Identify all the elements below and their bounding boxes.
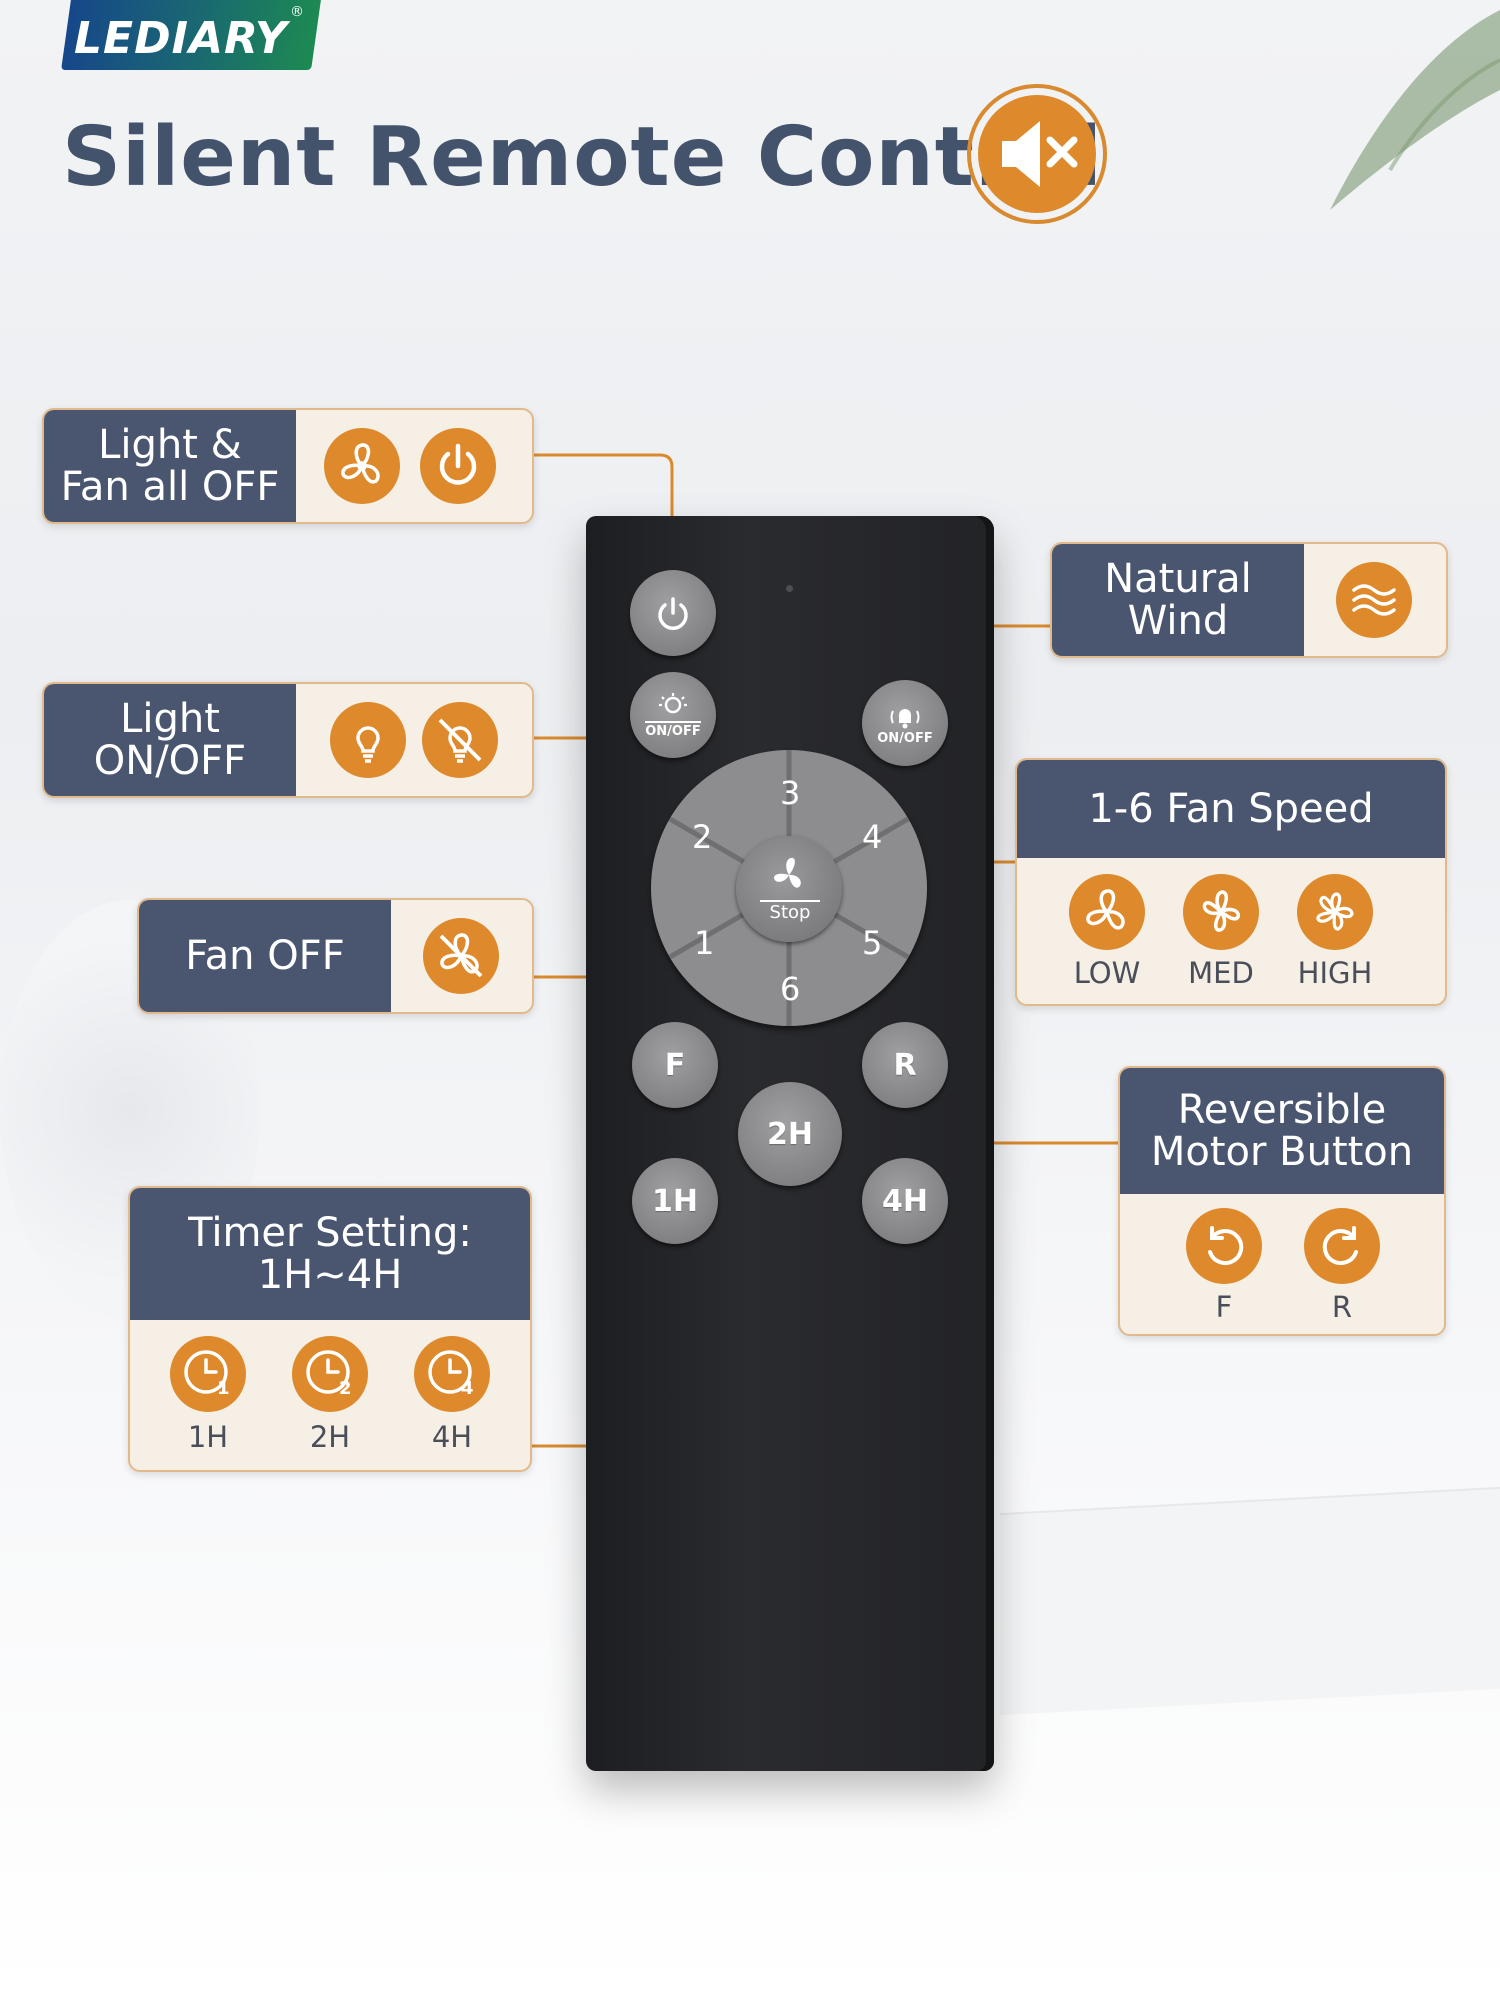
svg-text:1: 1 [217, 1378, 230, 1399]
callout-natural-wind-label: Natural Wind [1052, 544, 1304, 656]
fan-icon [774, 857, 801, 888]
callout-light-onoff: Light ON/OFF [42, 682, 534, 798]
callout-light-fan-off-label: Light & Fan all OFF [44, 410, 296, 522]
fan-high-icon [1297, 874, 1373, 950]
light-onoff-button[interactable]: ON/OFF [630, 672, 716, 758]
timer-2h-button[interactable]: 2H [738, 1082, 842, 1186]
callout-reversible-motor: Reversible Motor Button F R [1118, 1066, 1446, 1336]
timer-4h-label: 4H [882, 1183, 928, 1219]
fan-off-icon [423, 918, 499, 994]
timer-4h-button[interactable]: 4H [862, 1158, 948, 1244]
callout-fan-speed-label: 1-6 Fan Speed [1017, 760, 1445, 858]
rotate-left-icon [1186, 1208, 1262, 1284]
registered-mark: ® [290, 4, 304, 20]
label-line1: Reversible [1177, 1087, 1387, 1133]
reverse-button[interactable]: R [862, 1022, 948, 1108]
callout-reversible-label: Reversible Motor Button [1120, 1068, 1444, 1194]
callout-light-fan-off: Light & Fan all OFF [42, 408, 534, 524]
label-line2: Wind [1127, 598, 1229, 644]
svg-text:2: 2 [339, 1378, 352, 1399]
fan-icon [324, 428, 400, 504]
brand-logo-text: LEDIARY [74, 13, 288, 64]
label-line1: Natural [1104, 556, 1252, 602]
timer-1h-label: 1H [652, 1183, 698, 1219]
wind-button-label: ON/OFF [877, 730, 933, 746]
speed-4-button[interactable]: 4 [862, 818, 883, 856]
callout-light-onoff-label: Light ON/OFF [44, 684, 296, 796]
callout-natural-wind: Natural Wind [1050, 542, 1448, 658]
timer-1h-button[interactable]: 1H [632, 1158, 718, 1244]
callout-timer-setting: Timer Setting: 1H~4H 1 2 4 1H 2H 4H [128, 1186, 532, 1472]
speed-high-label: HIGH [1297, 956, 1373, 990]
clock-2h-icon: 2 [292, 1336, 368, 1412]
label-line2: Fan all OFF [60, 464, 280, 510]
label-line2: Motor Button [1150, 1129, 1414, 1175]
callout-fan-speed: 1-6 Fan Speed LOW MED HIGH [1015, 758, 1447, 1006]
ir-sensor [786, 585, 793, 592]
reverse-label: R [1331, 1290, 1353, 1324]
forward-button-label: F [664, 1047, 686, 1083]
power-icon [420, 428, 496, 504]
svg-text:4: 4 [461, 1378, 474, 1399]
label-line1: Light & [98, 422, 242, 468]
label-line1: Timer Setting: [188, 1210, 472, 1256]
speed-1-button[interactable]: 1 [694, 924, 715, 962]
callout-timer-label: Timer Setting: 1H~4H [130, 1188, 530, 1320]
stop-button[interactable] [736, 836, 842, 942]
wind-icon [1336, 562, 1412, 638]
fan-low-icon [1069, 874, 1145, 950]
light-button-label: ON/OFF [645, 721, 701, 739]
speed-low-label: LOW [1073, 956, 1141, 990]
plant-leaf-decoration [1330, 10, 1500, 210]
speed-med-label: MED [1188, 956, 1254, 990]
timer-1h-caption: 1H [187, 1420, 229, 1454]
mute-icon-ring [967, 84, 1107, 224]
clock-4h-icon: 4 [414, 1336, 490, 1412]
speed-5-button[interactable]: 5 [862, 924, 883, 962]
stop-label: Stop [760, 900, 820, 923]
clock-1h-icon: 1 [170, 1336, 246, 1412]
fan-med-icon [1183, 874, 1259, 950]
bulb-icon [330, 702, 406, 778]
page-title: Silent Remote Control [62, 110, 1103, 205]
speed-2-button[interactable]: 2 [692, 818, 713, 856]
timer-2h-caption: 2H [309, 1420, 351, 1454]
label-line1: Light [120, 696, 220, 742]
label-line2: 1H~4H [257, 1252, 403, 1298]
speed-3-button[interactable]: 3 [780, 774, 801, 812]
bulb-off-icon [422, 702, 498, 778]
label-line2: ON/OFF [93, 738, 247, 784]
bulb-icon [659, 693, 687, 714]
power-button[interactable] [630, 570, 716, 656]
mute-icon [978, 95, 1096, 213]
reverse-button-label: R [893, 1047, 917, 1083]
callout-fan-off: Fan OFF [137, 898, 534, 1014]
speed-6-button[interactable]: 6 [780, 970, 801, 1008]
timer-4h-caption: 4H [431, 1420, 473, 1454]
timer-2h-label: 2H [767, 1116, 813, 1152]
wind-bell-icon [890, 708, 920, 728]
forward-label: F [1215, 1290, 1233, 1324]
forward-button[interactable]: F [632, 1022, 718, 1108]
rotate-right-icon [1304, 1208, 1380, 1284]
callout-fan-off-label: Fan OFF [139, 900, 391, 1012]
natural-wind-button[interactable]: ON/OFF [862, 680, 948, 766]
power-icon [658, 597, 688, 630]
